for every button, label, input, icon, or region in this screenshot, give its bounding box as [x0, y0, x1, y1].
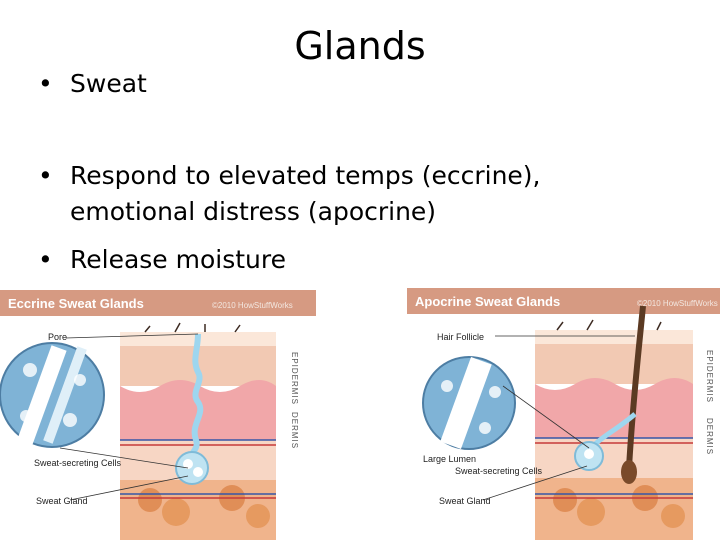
label-pore: Pore: [48, 332, 67, 342]
bullet-release: • Release moisture: [38, 244, 287, 276]
bullet-text: Respond to elevated temps (eccrine),: [70, 161, 541, 190]
bullet-respond-continued: emotional distress (apocrine): [70, 196, 436, 228]
bullet-dot: •: [38, 161, 53, 190]
apocrine-magnified-cells: [422, 356, 516, 450]
bullet-text: emotional distress (apocrine): [70, 197, 437, 226]
label-sweat-secreting-cells: Sweat-secreting Cells: [455, 466, 543, 476]
hair-follicle: [621, 305, 646, 484]
label-dermis: DERMIS: [705, 418, 714, 455]
bullet-text: Sweat: [70, 69, 147, 98]
label-sweat-gland: Sweat Gland: [439, 496, 491, 506]
label-large-lumen: Large Lumen: [423, 454, 476, 464]
eccrine-header-bar: [0, 290, 316, 316]
bullet-dot: •: [38, 245, 53, 274]
bullet-dot: •: [38, 69, 53, 98]
eccrine-title: Eccrine Sweat Glands: [8, 296, 144, 311]
label-epidermis: EPIDERMIS: [290, 352, 299, 405]
label-hair-follicle: Hair Follicle: [437, 332, 484, 342]
bullet-text: Release moisture: [70, 245, 287, 274]
label-sweat-gland: Sweat Gland: [36, 496, 88, 506]
apocrine-header-bar: [407, 288, 720, 314]
apocrine-title: Apocrine Sweat Glands: [415, 294, 560, 309]
apocrine-gland: [574, 412, 637, 471]
apocrine-figure: Apocrine Sweat Glands ©2010 HowStuffWork…: [407, 288, 720, 540]
bullet-respond: • Respond to elevated temps (eccrine),: [38, 160, 541, 192]
bullet-sweat: • Sweat: [38, 68, 147, 100]
label-epidermis: EPIDERMIS: [705, 350, 714, 403]
eccrine-magnified-cells: [0, 342, 105, 448]
eccrine-figure: Eccrine Sweat Glands ©2010 HowStuffWorks: [0, 290, 316, 540]
skin-cross-section: [535, 319, 693, 540]
label-sweat-secreting-cells: Sweat-secreting Cells: [34, 458, 122, 468]
apocrine-copyright: ©2010 HowStuffWorks: [637, 299, 718, 308]
label-dermis: DERMIS: [290, 412, 299, 449]
eccrine-copyright: ©2010 HowStuffWorks: [212, 301, 293, 310]
slide-title: Glands: [294, 24, 426, 68]
eccrine-gland-duct: [175, 333, 209, 485]
